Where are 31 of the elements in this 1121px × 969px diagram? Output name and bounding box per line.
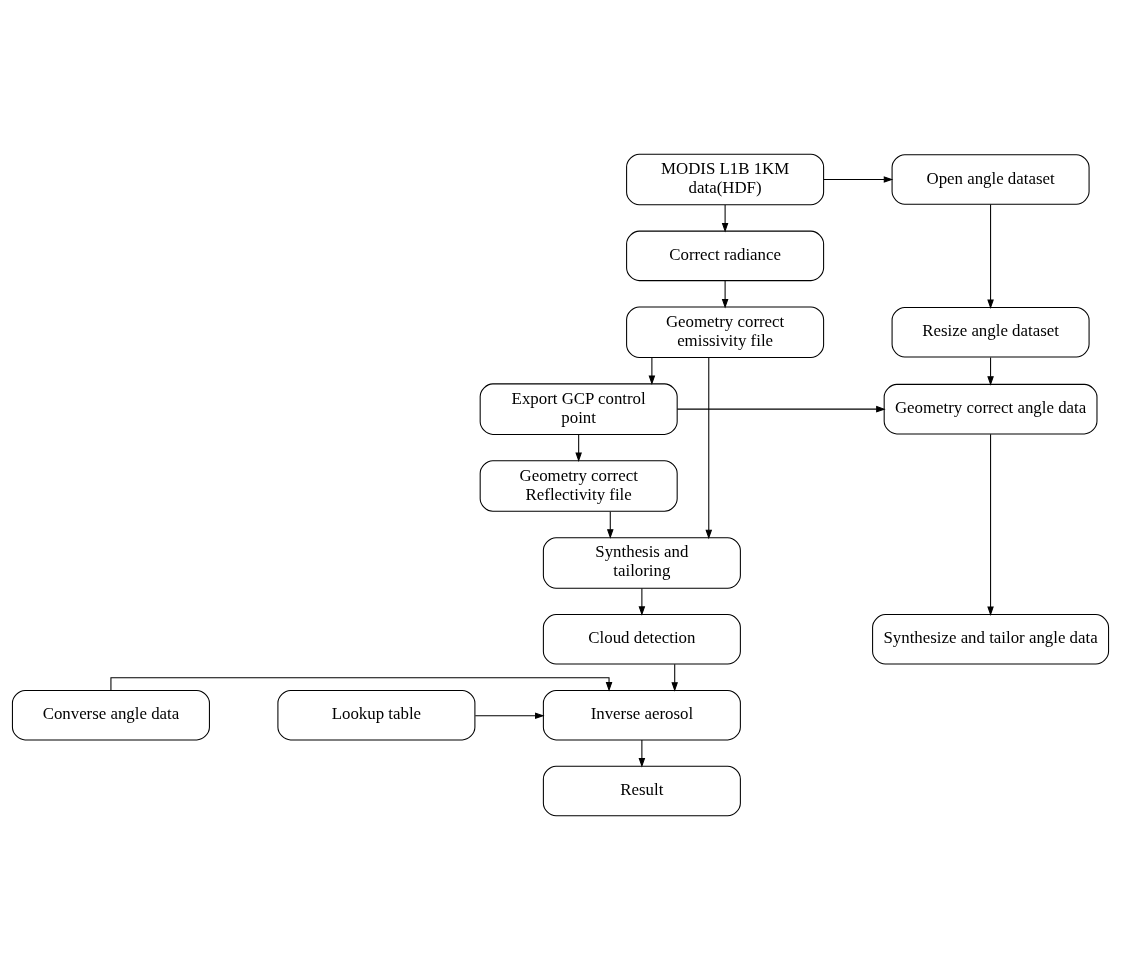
node-box: Geometry correct angle data: [883, 383, 1098, 434]
arrow: [823, 175, 894, 183]
node-box: Lookup table: [277, 689, 476, 740]
arrow: [987, 356, 994, 386]
arrow: [705, 356, 713, 539]
arrow: [987, 433, 994, 616]
node-box: Result: [542, 765, 741, 816]
node-box: Synthesize and tailor angle data: [872, 613, 1110, 665]
arrow: [671, 663, 679, 692]
node-box: Resize angle dataset: [891, 306, 1090, 358]
node-box: Geometry correct Reflectivity file: [479, 459, 678, 512]
node-box: MODIS L1B 1KM data(HDF): [626, 153, 825, 205]
arrow: [638, 739, 646, 767]
node-box: Inverse aerosol: [542, 689, 741, 740]
arrow: [575, 433, 582, 462]
node-box: Open angle dataset: [891, 153, 1090, 205]
arrow: [638, 587, 646, 616]
node-box: Synthesis and tailoring: [542, 536, 741, 589]
node-box: Correct radiance: [626, 230, 825, 281]
arrow: [606, 510, 614, 539]
node-box: Converse angle data: [11, 689, 210, 740]
node-box: Export GCP control point: [479, 382, 678, 435]
node-box: Geometry correct emissivity file: [626, 305, 825, 358]
node-box: Cloud detection: [542, 613, 741, 665]
arrow: [648, 356, 656, 385]
arrow: [110, 676, 613, 692]
arrow: [721, 279, 729, 308]
arrow: [721, 203, 729, 232]
arrow: [474, 711, 545, 719]
arrow: [987, 203, 994, 309]
arrow: [676, 405, 886, 412]
